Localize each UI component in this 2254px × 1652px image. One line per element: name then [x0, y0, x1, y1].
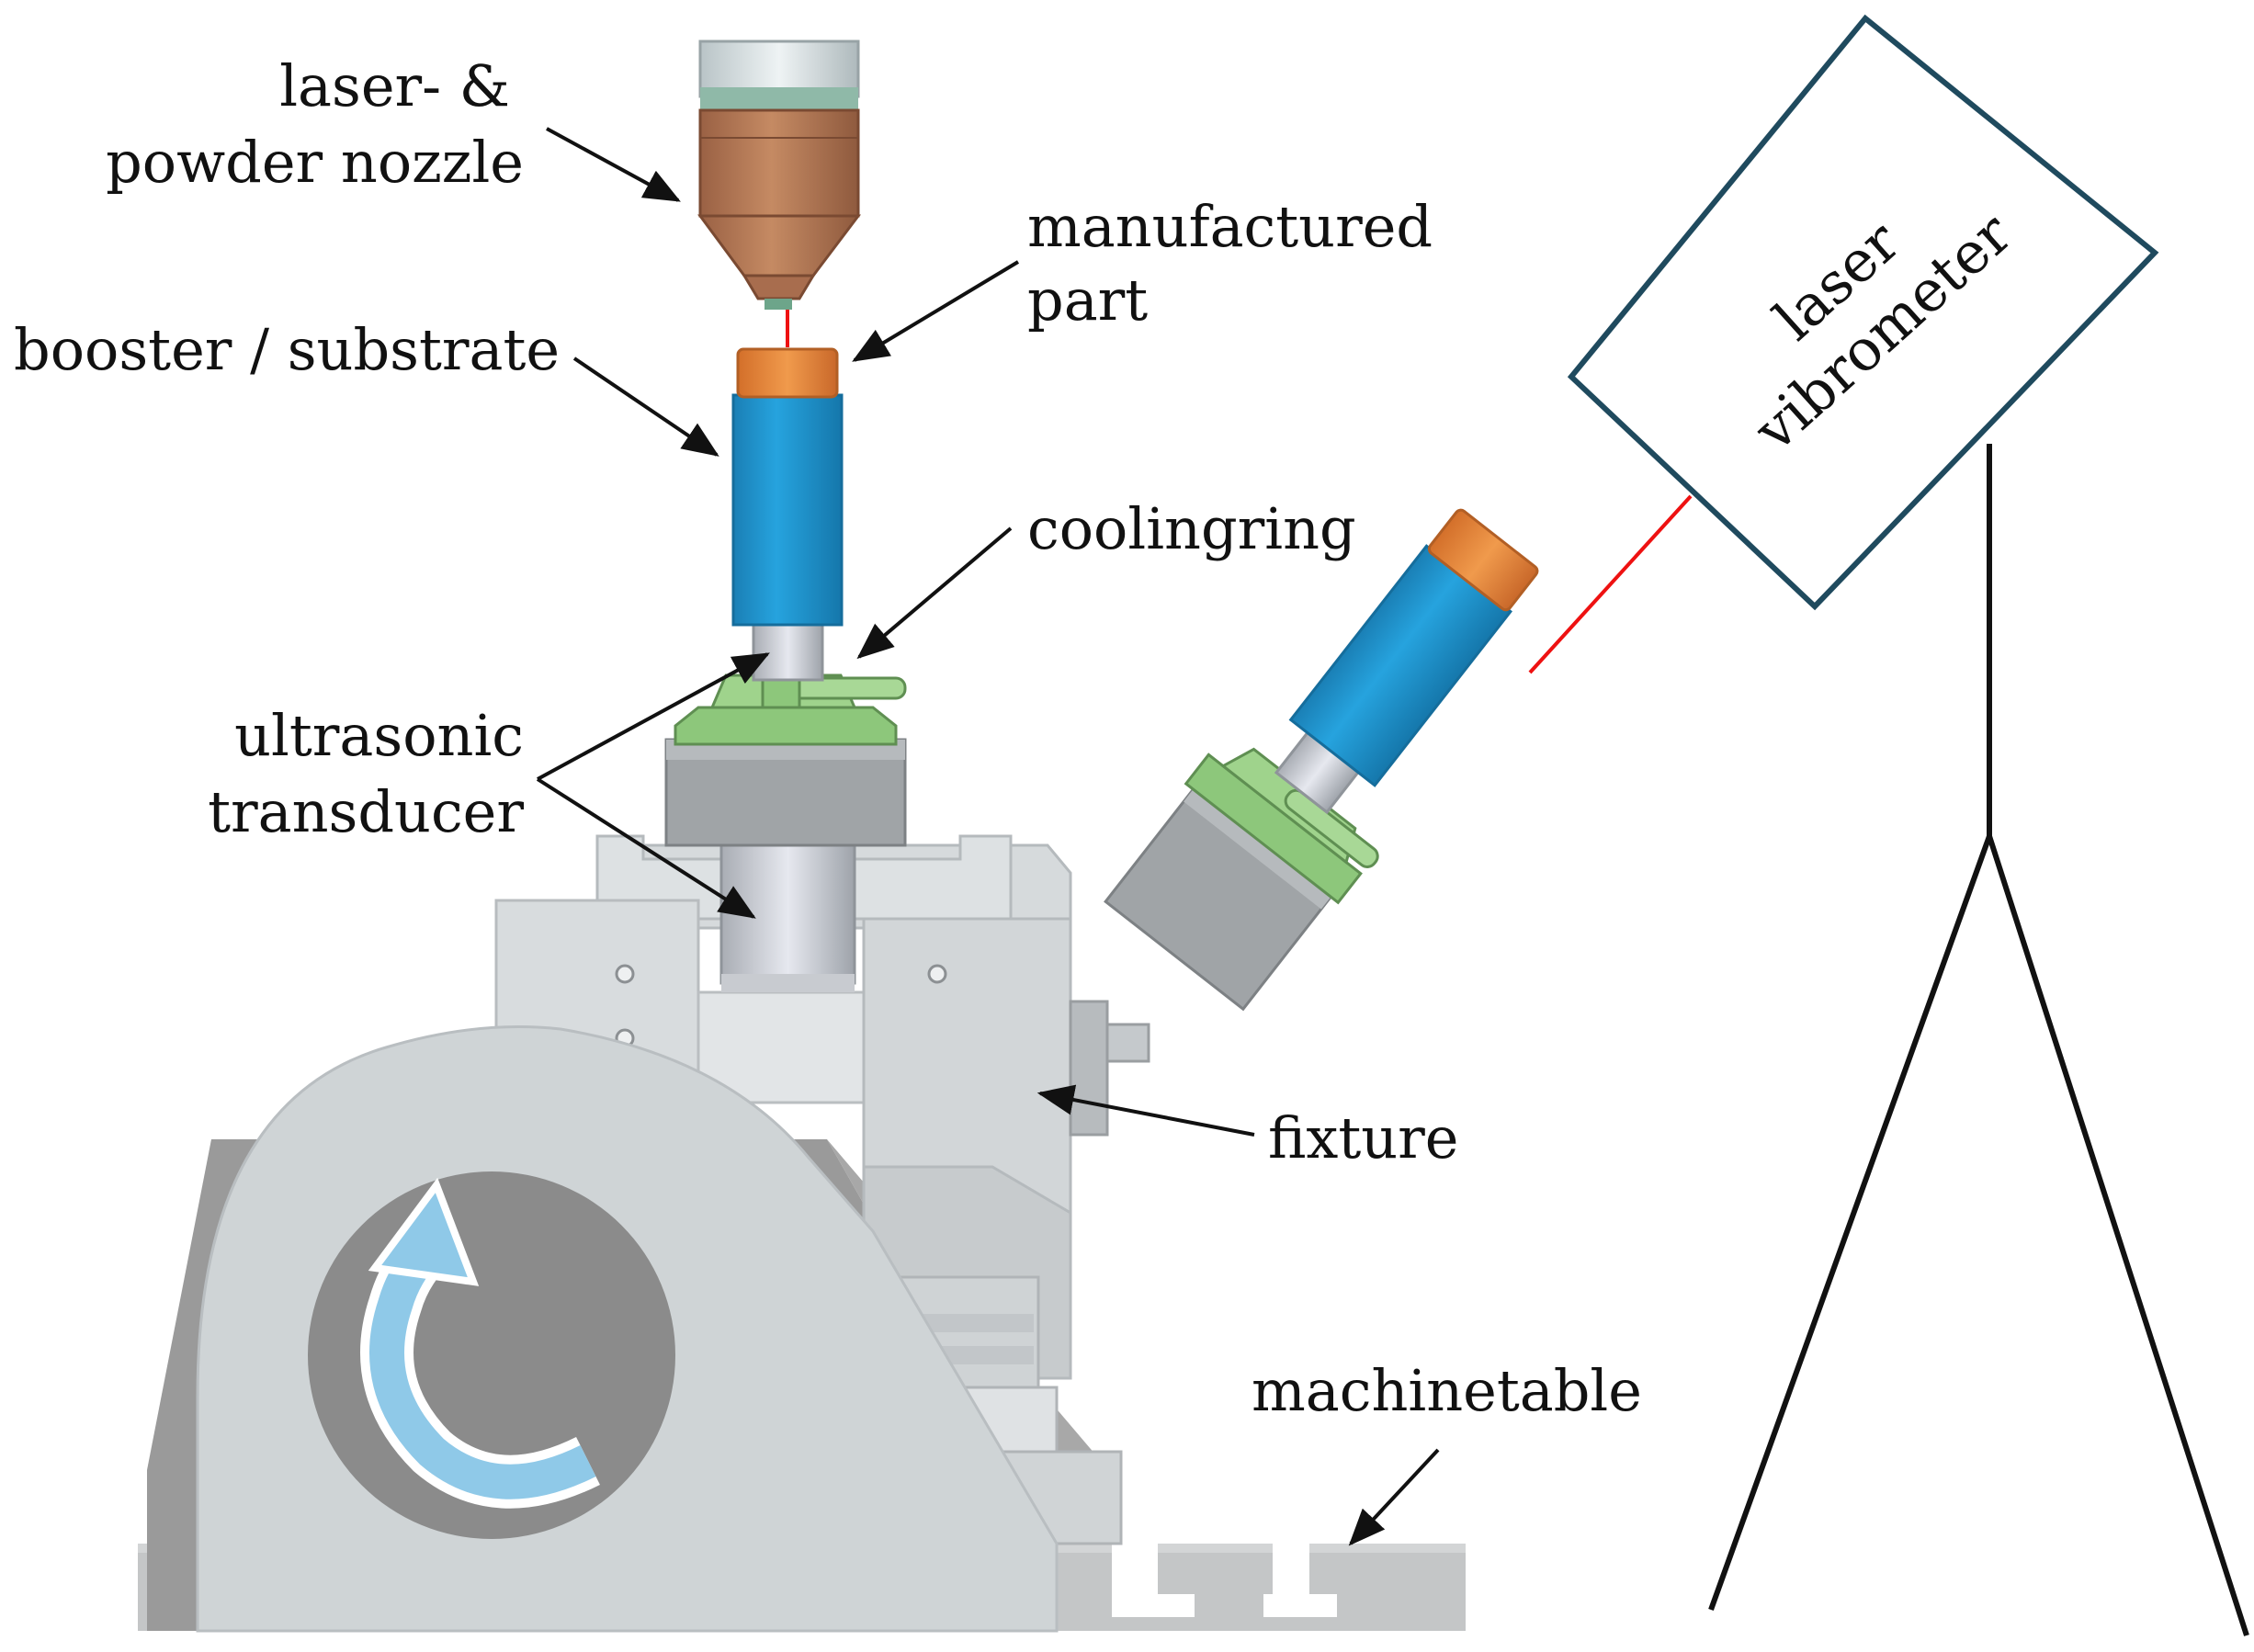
transducer-label-line2: transducer [208, 778, 524, 845]
part-label-line1: manufactured [1027, 193, 1433, 260]
transducer-label-line1: ultrasonic [234, 702, 524, 769]
machinetable-label: machinetable [1252, 1357, 1642, 1424]
coolingring-label: coolingring [1027, 495, 1356, 562]
fixture-body [196, 834, 1150, 1633]
fixture-label: fixture [1268, 1104, 1459, 1171]
booster-label: booster / substrate [14, 316, 560, 383]
nozzle-label-line2: powder nozzle [106, 129, 524, 196]
vibrometer-laser-beam [1528, 494, 1693, 674]
part-label-line2: part [1027, 266, 1148, 334]
rotation-arrow-icon [360, 1177, 600, 1509]
laser-powder-nozzle [697, 40, 862, 310]
laser-vibrometer: laser vibrometer [1567, 14, 2249, 1636]
leader-arrows [536, 127, 1440, 1546]
labels: laser- & powder nozzle manufactured part… [14, 52, 1642, 1424]
ultrasonic-transducer-upright [664, 308, 907, 992]
ultrasonic-transducer-tilted [1104, 508, 1539, 1012]
nozzle-label-line1: laser- & [279, 52, 510, 119]
